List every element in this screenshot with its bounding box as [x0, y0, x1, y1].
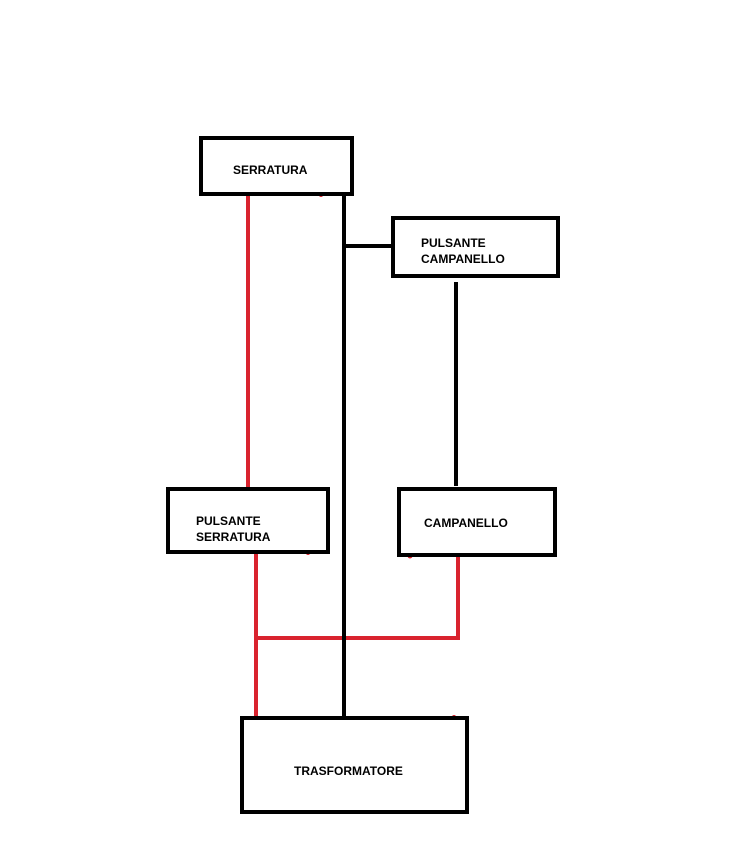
box-serratura: SERRATURA: [199, 136, 354, 196]
label-campanello: CAMPANELLO: [424, 516, 508, 530]
label-trasformatore: TRASFORMATORE: [294, 764, 403, 778]
label-pulsante-campanello-line1: PULSANTE: [421, 236, 486, 250]
label-pulsante-serratura-line2: SERRATURA: [196, 530, 271, 544]
label-pulsante-serratura-line1: PULSANTE: [196, 514, 261, 528]
box-campanello: CAMPANELLO: [397, 487, 557, 557]
label-serratura: SERRATURA: [233, 163, 308, 177]
box-trasformatore: TRASFORMATORE: [240, 716, 469, 814]
box-pulsante-campanello: PULSANTE CAMPANELLO: [391, 216, 560, 278]
label-pulsante-campanello-line2: CAMPANELLO: [421, 252, 505, 266]
box-pulsante-serratura: PULSANTE SERRATURA: [166, 487, 330, 554]
